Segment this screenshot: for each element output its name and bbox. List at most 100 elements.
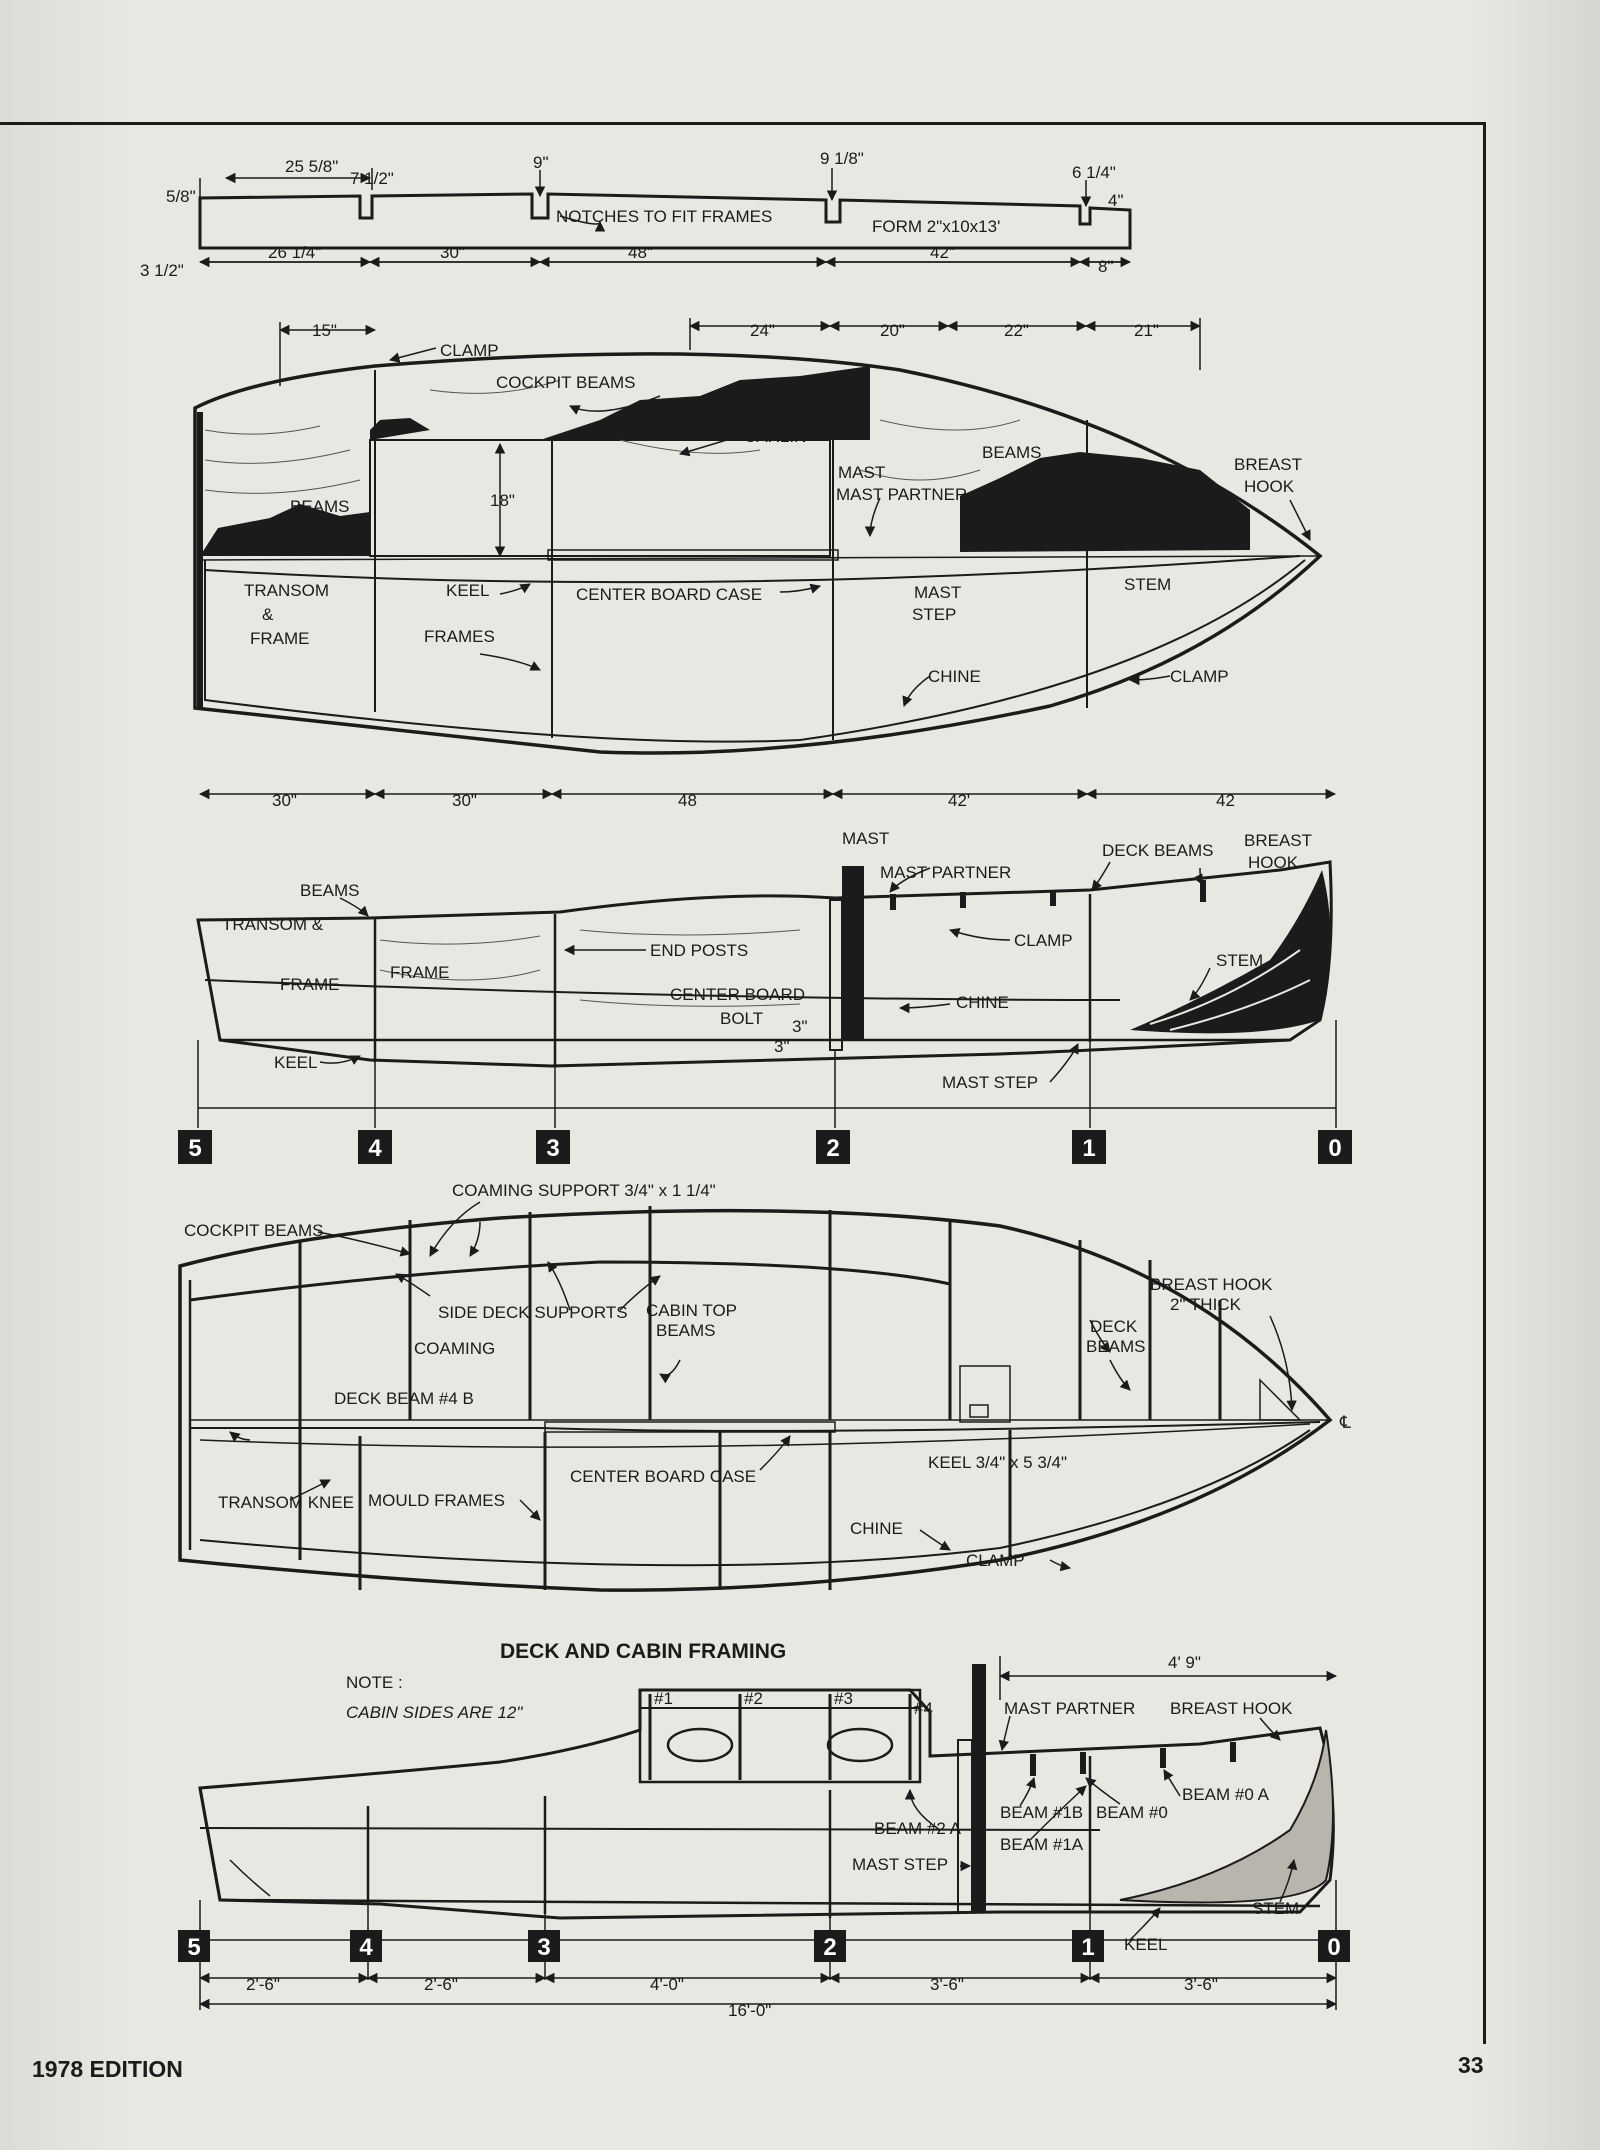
cabin-beam-label: #2 [744,1689,763,1708]
dim-label: 30" [440,243,465,262]
cabin-top-beams-label: BEAMS [656,1321,716,1340]
overall-length-label: 16'-0" [728,2001,771,2020]
coaming-label: COAMING [414,1339,495,1358]
dim-label: 3 1/2" [140,261,184,280]
dim-label: 4' 9" [1168,1653,1201,1672]
deck-beams-label: BEAMS [1086,1337,1146,1356]
dim-label: 48" [628,243,653,262]
page-frame [0,122,1486,2044]
center-board-bolt-label: BOLT [720,1009,763,1028]
transom-frame-label: FRAME [250,629,310,648]
dim-label: 3" [774,1037,790,1056]
breast-hook-label: BREAST HOOK [1170,1699,1293,1718]
cockpit-beams-label: COCKPIT BEAMS [496,373,636,392]
edition-label: 1978 EDITION [32,2056,183,2082]
dim-label: 3" [792,1017,808,1036]
dim-label: 4'-0" [650,1975,684,1994]
hull-profile-view [196,860,1337,1128]
mould-frames-label: MOULD FRAMES [368,1491,505,1510]
cabin-top-beams-label: CABIN TOP [646,1301,737,1320]
notches-label: NOTCHES TO FIT FRAMES [556,207,772,226]
keel-label: KEEL [446,581,489,600]
station-label: 2 [826,1135,839,1162]
cabin-beam-label: #1 [654,1689,673,1708]
dim-label: 30" [272,791,297,810]
dim-label: 8" [1098,257,1114,276]
station-label: 2 [823,1934,836,1961]
page-number: 33 [1458,2052,1484,2078]
side-deck-supports-label: SIDE DECK SUPPORTS [438,1303,628,1322]
station-label: 1 [1081,1934,1094,1961]
transom-knee-label: TRANSOM KNEE [218,1493,354,1512]
beams-label: BEAMS [290,497,350,516]
stem-label: STEM [1124,575,1171,594]
frames-label: FRAMES [424,627,495,646]
chine-label: CHINE [956,993,1009,1012]
dim-label: 21" [1134,321,1159,340]
station-label: 3 [546,1135,559,1162]
breast-hook-label: 2" THICK [1170,1295,1242,1314]
beams-label: BEAMS [982,443,1042,462]
dim-label: 15" [312,321,337,340]
breast-hook-label: BREAST [1244,831,1312,850]
deck-beam-4b-label: DECK BEAM #4 B [334,1389,474,1408]
center-board-bolt-label: CENTER BOARD [670,985,805,1004]
mast-step-label: MAST STEP [852,1855,948,1874]
cabin-profile-view [198,1656,1338,2010]
keel-label: KEEL 3/4" x 5 3/4" [928,1453,1067,1472]
dim-label: 2'-6" [424,1975,458,1994]
dim-label: 5/8" [166,187,196,206]
chine-label: CHINE [850,1519,903,1538]
station-label: 0 [1327,1934,1340,1961]
note-text: CABIN SIDES ARE 12" [346,1703,523,1722]
stem-label: STEM [1252,1899,1299,1918]
station-5-box [178,1130,212,1164]
beam-2a-label: BEAM #2 A [874,1819,962,1838]
section-title: DECK AND CABIN FRAMING [500,1640,786,1663]
clamp-label: CLAMP [1170,667,1229,686]
dim-label: 22" [1004,321,1029,340]
mast-partner-label: MAST PARTNER [836,485,967,504]
station-0-box [1318,1130,1352,1164]
dim-label: 9" [533,153,549,172]
mast-partner-label: MAST PARTNER [1004,1699,1135,1718]
keel-label: KEEL [1124,1935,1167,1954]
beams-label: BEAMS [300,881,360,900]
breast-hook-label: HOOK [1244,477,1295,496]
chine-label: CHINE [928,667,981,686]
transom-frame-label: TRANSOM [244,581,329,600]
cabin-profile-labels: NOTE : CABIN SIDES ARE 12" 4' 9" #1 #2 #… [246,1653,1299,2020]
frame-label: FRAME [390,963,450,982]
cabin-beam-label: #4 [914,1699,933,1718]
station-markers-profile: 5 4 3 2 1 0 [178,1130,1352,1164]
station-label: 4 [368,1135,382,1162]
coaming-support-label: COAMING SUPPORT 3/4" x 1 1/4" [452,1181,716,1200]
cockpit-beams-label: COCKPIT BEAMS [184,1221,324,1240]
station-label: 5 [188,1135,201,1162]
clamp-label: CLAMP [1014,931,1073,950]
note-label: NOTE : [346,1673,403,1692]
breast-hook-label: HOOK [1248,853,1299,872]
form-drawing [198,168,1132,268]
centerline-symbol: ℄ [1339,1413,1351,1432]
transom-frame-label: FRAME [280,975,340,994]
station-4-box [358,1130,392,1164]
dim-label: 2'-6" [246,1975,280,1994]
station-1-box [1072,1130,1106,1164]
transom-frame-label: & [262,605,274,624]
cabin-beam-label: #3 [834,1689,853,1708]
dim-label: 3'-6" [930,1975,964,1994]
dim-label: 3'-6" [1184,1975,1218,1994]
dim-label: 18" [490,491,515,510]
mast-step-label: MAST STEP [942,1073,1038,1092]
dim-label: 30" [452,791,477,810]
keel-label: KEEL [274,1053,317,1072]
dim-label: 26 1/4" [268,243,321,262]
waterline-label: WL [1270,1011,1296,1030]
station-label: 5 [187,1934,200,1961]
mast-step-label: STEP [912,605,956,624]
mast-partner-label: MAST PARTNER [880,863,1011,882]
beam-1a-label: BEAM #1A [1000,1835,1084,1854]
center-board-case-label: CENTER BOARD CASE [576,585,762,604]
